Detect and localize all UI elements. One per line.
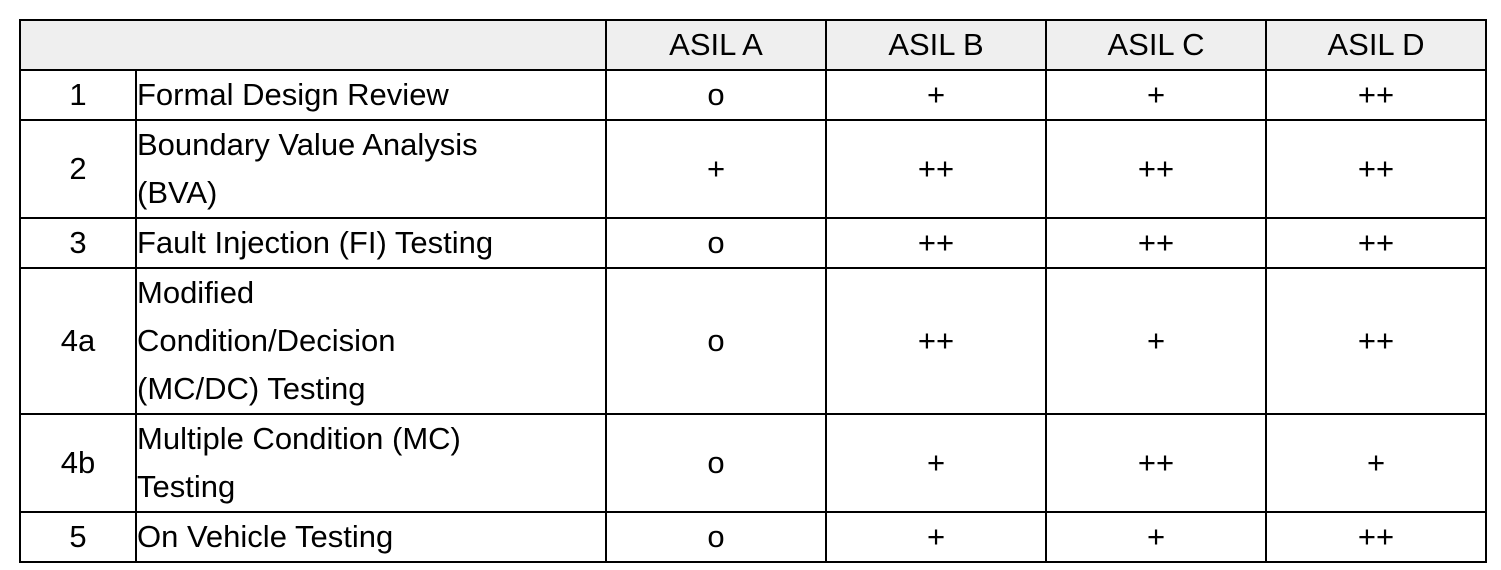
header-asil-a: ASIL A [605, 19, 827, 71]
rating-asil-c: + [1045, 69, 1267, 121]
rating-asil-d: + [1265, 413, 1487, 513]
rating-asil-c: ++ [1045, 119, 1267, 219]
rating-asil-c: + [1045, 267, 1267, 415]
row-number: 3 [19, 217, 137, 269]
table-row: 4a Modified Condition/Decision (MC/DC) T… [19, 267, 1487, 415]
table-row: 2 Boundary Value Analysis (BVA) + ++ ++ … [19, 119, 1487, 219]
rating-asil-d: ++ [1265, 217, 1487, 269]
header-asil-b: ASIL B [825, 19, 1047, 71]
method-name: Modified Condition/Decision (MC/DC) Test… [135, 267, 607, 415]
header-asil-c: ASIL C [1045, 19, 1267, 71]
rating-asil-a: + [605, 119, 827, 219]
header-blank-cell [19, 19, 607, 71]
rating-asil-d: ++ [1265, 511, 1487, 563]
table-row: 3 Fault Injection (FI) Testing o ++ ++ +… [19, 217, 1487, 269]
rating-asil-b: + [825, 69, 1047, 121]
row-number: 5 [19, 511, 137, 563]
header-asil-d: ASIL D [1265, 19, 1487, 71]
method-name: Multiple Condition (MC) Testing [135, 413, 607, 513]
rating-asil-c: ++ [1045, 413, 1267, 513]
rating-asil-a: o [605, 217, 827, 269]
rating-asil-a: o [605, 69, 827, 121]
row-number: 1 [19, 69, 137, 121]
rating-asil-b: + [825, 413, 1047, 513]
method-name: Fault Injection (FI) Testing [135, 217, 607, 269]
rating-asil-a: o [605, 413, 827, 513]
asil-methods-table: ASIL A ASIL B ASIL C ASIL D 1 Formal Des… [19, 19, 1487, 563]
method-name: On Vehicle Testing [135, 511, 607, 563]
rating-asil-c: ++ [1045, 217, 1267, 269]
rating-asil-d: ++ [1265, 119, 1487, 219]
rating-asil-c: + [1045, 511, 1267, 563]
rating-asil-d: ++ [1265, 69, 1487, 121]
method-name: Boundary Value Analysis (BVA) [135, 119, 607, 219]
rating-asil-b: ++ [825, 267, 1047, 415]
row-number: 4b [19, 413, 137, 513]
rating-asil-b: + [825, 511, 1047, 563]
table-row: 4b Multiple Condition (MC) Testing o + +… [19, 413, 1487, 513]
row-number: 4a [19, 267, 137, 415]
rating-asil-d: ++ [1265, 267, 1487, 415]
header-row: ASIL A ASIL B ASIL C ASIL D [19, 19, 1487, 71]
rating-asil-b: ++ [825, 119, 1047, 219]
method-name: Formal Design Review [135, 69, 607, 121]
row-number: 2 [19, 119, 137, 219]
rating-asil-b: ++ [825, 217, 1047, 269]
rating-asil-a: o [605, 267, 827, 415]
table-row: 1 Formal Design Review o + + ++ [19, 69, 1487, 121]
rating-asil-a: o [605, 511, 827, 563]
table-row: 5 On Vehicle Testing o + + ++ [19, 511, 1487, 563]
